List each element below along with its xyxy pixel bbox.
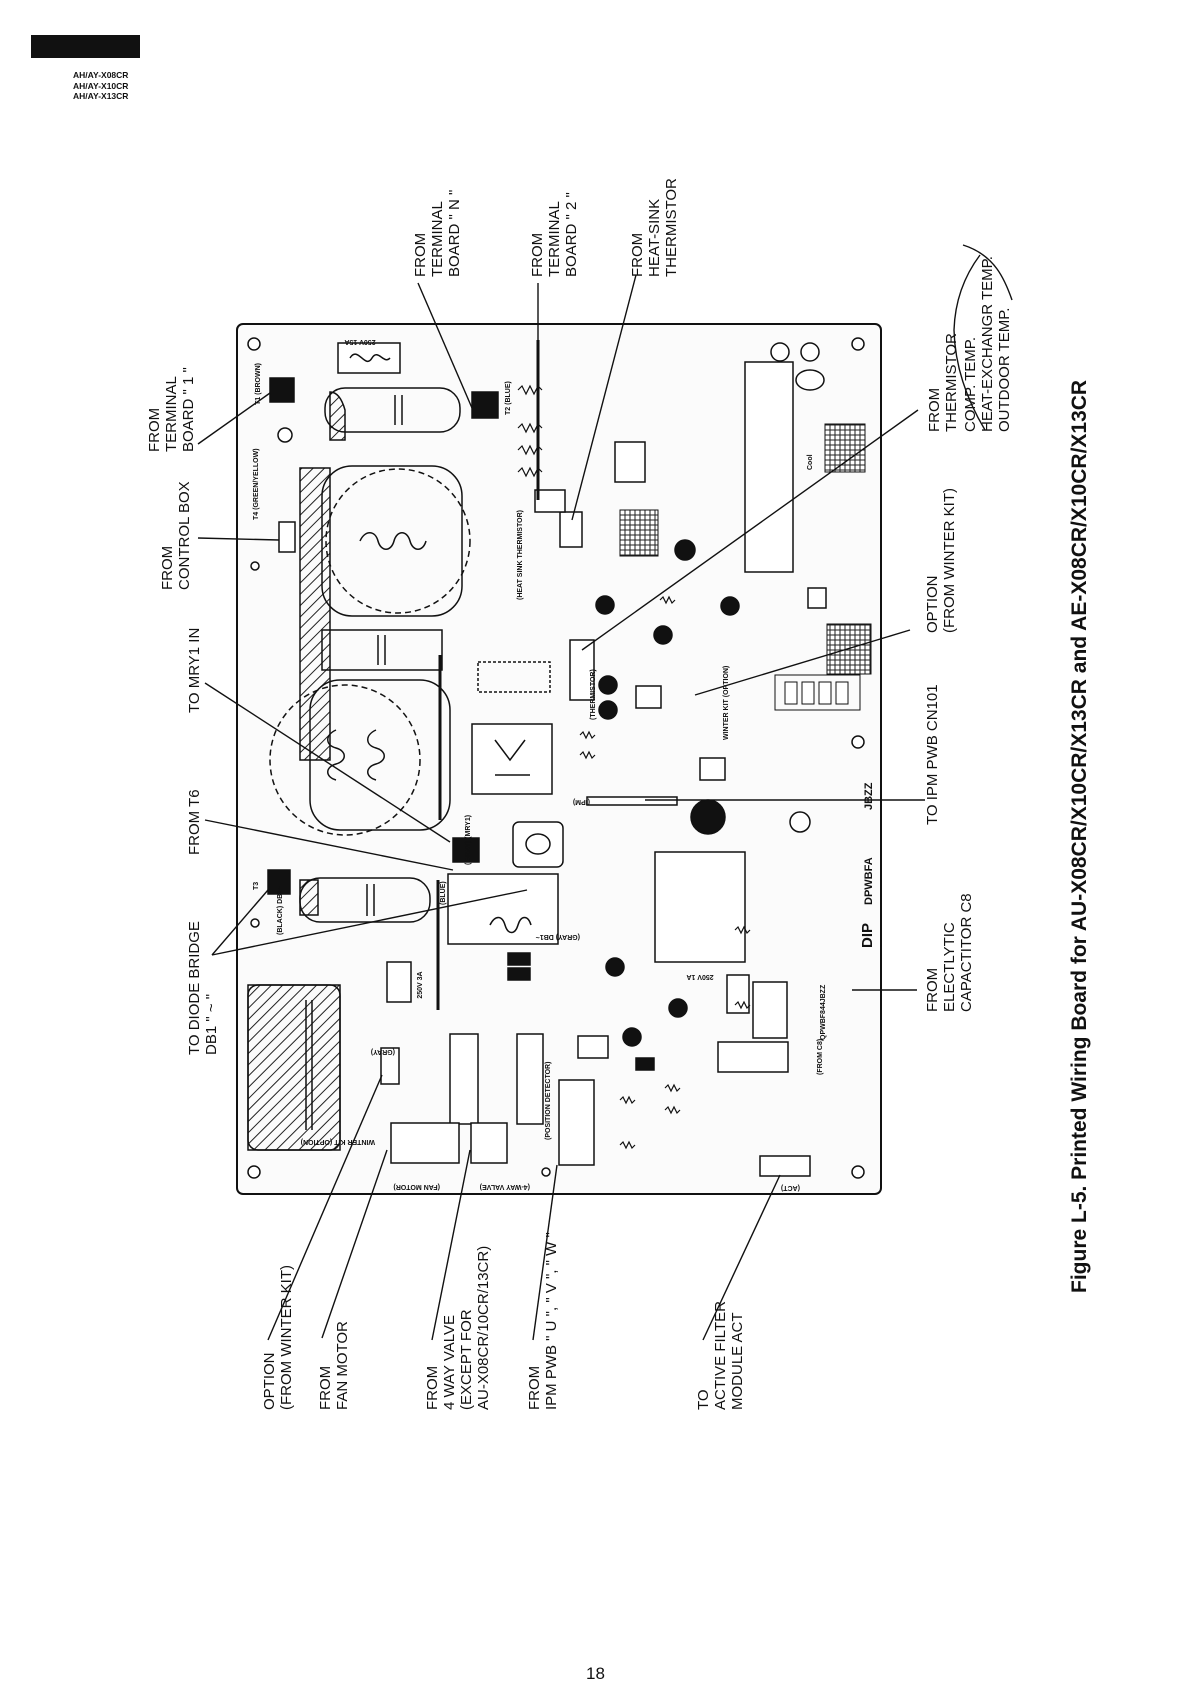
label-electrolytic-capacitor: FROM ELECTLYTIC CAPACTITOR C8 <box>924 893 975 1012</box>
label-active-filter: TO ACTIVE FILTER MODULE ACT <box>695 1301 746 1410</box>
position-detector-label: (POSITION DETECTOR) <box>545 1062 552 1140</box>
label-four-way-valve: FROM 4 WAY VALVE (EXCEPT FOR AU-X08CR/10… <box>424 1245 492 1410</box>
jbzz-label: JBZZ <box>863 782 875 810</box>
t4-label: T4 (GREEN/YELLOW) <box>253 448 260 520</box>
label-ipm-cn101: TO IPM PWB CN101 <box>924 684 941 825</box>
page-number: 18 <box>586 1664 605 1683</box>
label-heatsink-thermistor: FROM HEAT-SINK THERMISTOR <box>629 178 680 277</box>
figure-caption: Figure L-5. Printed Wiring Board for AU-… <box>1068 379 1091 1293</box>
label-diode-bridge: TO DIODE BRIDGE DB1 " ~ " <box>186 921 220 1055</box>
relays-and-ics <box>447 361 794 1166</box>
label-terminal-board-1: FROM TERMINAL BOARD " 1 " <box>146 367 197 452</box>
fan-motor-board-label: (FAN MOTOR) <box>393 1183 440 1190</box>
winter-kit-label-2: WINTER KIT (OPTION) <box>301 1138 375 1145</box>
part-number-label: QPWBF844JBZZ <box>820 984 827 1040</box>
model-2: AH/AY-X10CR <box>73 80 129 91</box>
large-capacitors <box>247 387 461 1151</box>
label-ipm-uvw: FROM IPM PWB " U ", " V ", " W " <box>526 1232 560 1410</box>
label-t6: FROM T6 <box>186 789 203 855</box>
heatsink-thermistor-label: (HEAT SINK THERMISTOR) <box>517 510 524 600</box>
gray-label: (GRAY) <box>371 1048 395 1055</box>
from-c8-label: (FROM C8) <box>817 1039 824 1075</box>
label-option-winter-kit-top: OPTION (FROM WINTER KIT) <box>924 488 958 633</box>
model-list: AH/AY-X08CR AH/AY-X10CR AH/AY-X13CR <box>73 70 128 102</box>
blue-label: (BLUE) <box>440 881 447 905</box>
gray-mry-label: (GRAY) (MRY1) <box>465 815 472 865</box>
label-from-thermistor: FROM THERMISTOR <box>926 333 960 432</box>
thermistor-label: (THERMISTOR) <box>590 669 597 720</box>
model-3: AH/AY-X13CR <box>73 91 129 101</box>
label-mry1: TO MRY1 IN <box>186 627 203 713</box>
label-terminal-board-n: FROM TERMINAL BOARD " N " <box>412 189 463 277</box>
cool-heat-label: Cool <box>807 454 814 470</box>
label-control-box: FROM CONTROL BOX <box>159 481 193 590</box>
leader-lines <box>197 244 1013 1341</box>
model-1: AH/AY-X08CR <box>73 70 129 80</box>
label-thermistor-items: COMP. TEMP. HEAT-EXCHANGR TEMP. OUTDOOR … <box>962 256 1013 432</box>
gray-db-label: (GRAY) DB1~ <box>536 933 580 940</box>
pwb-code-label: DPWBFA <box>863 857 875 905</box>
label-option-winter-kit-bottom: OPTION (FROM WINTER KIT) <box>261 1265 295 1410</box>
fuse-bot-rating: 250V 1A <box>686 973 713 980</box>
choke-coils <box>269 465 471 836</box>
t1-label: T1 (BROWN) <box>255 363 262 405</box>
t3-label: T3 <box>253 882 260 890</box>
dip-label: DIP <box>859 923 876 948</box>
fuse-mid-rating: 250V 3A <box>417 971 424 998</box>
fuses <box>337 342 750 1014</box>
act-board-label: (ACT) <box>781 1184 800 1191</box>
ipm-board-label: (IPM) <box>573 798 590 805</box>
mounting-holes <box>247 337 865 1179</box>
label-terminal-board-2: FROM TERMINAL BOARD " 2 " <box>529 192 580 277</box>
header-black-bar <box>31 35 140 58</box>
label-fan-motor: FROM FAN MOTOR <box>317 1321 351 1410</box>
winter-kit-label: WINTER KIT (OPTION) <box>723 666 730 740</box>
fourway-board-label: (4-WAY VALVE) <box>480 1183 530 1190</box>
t2-label: T2 (BLUE) <box>505 381 512 415</box>
black-label: (BLACK) DB1~ <box>277 886 284 935</box>
fuse-top-rating: 250V 15A <box>344 338 375 345</box>
round-components <box>277 342 827 1071</box>
